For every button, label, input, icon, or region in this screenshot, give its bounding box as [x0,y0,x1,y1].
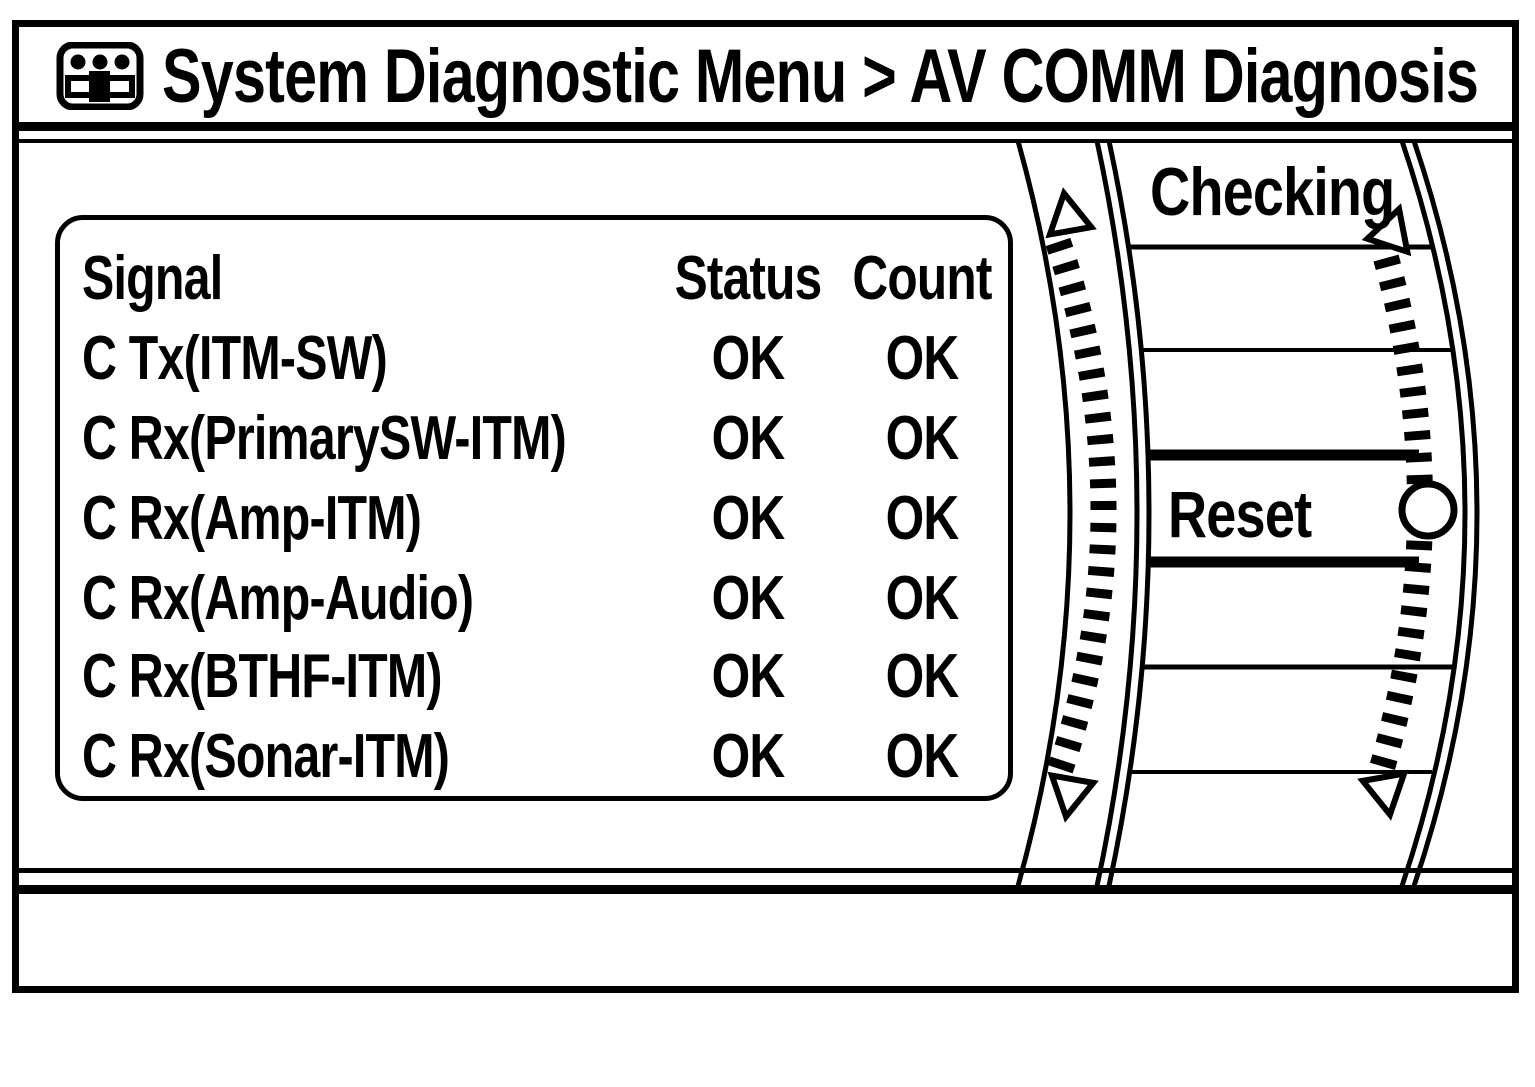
decorative-arc-left [1015,141,1073,887]
status-value: OK [711,484,786,553]
menu-track-arc-left-inner [1106,141,1152,887]
status-value: OK [711,404,786,473]
count-value: OK [885,722,960,791]
menu-track-arc-right-inner [1399,141,1468,887]
scroll-down-arrow-right[interactable] [1357,769,1411,821]
signal-name: C Rx(Amp-ITM) [82,484,422,553]
table-row: C Rx(Amp-Audio) OK OK [82,568,998,630]
scroll-track-right[interactable] [1369,254,1434,772]
screen-frame [12,20,1519,993]
page-title: System Diagnostic Menu > AV COMM Diagnos… [162,33,1479,119]
table-row: C Tx(ITM-SW) OK OK [82,328,998,390]
bottom-bar-divider [12,885,1519,894]
status-value: OK [711,324,786,393]
reset-radio-indicator[interactable] [1398,480,1458,540]
signal-name: C Tx(ITM-SW) [82,324,388,393]
menu-track-arc-left-outer [1094,141,1140,887]
head-unit-icon [56,42,144,110]
header-signal: Signal [82,244,223,313]
status-value: OK [711,722,786,791]
signal-name: C Rx(Amp-Audio) [82,564,474,633]
menu-item-checking[interactable]: Checking [1150,154,1395,230]
scroll-track-left[interactable] [1045,237,1117,775]
menu-track-arc-right-outer [1411,141,1480,887]
table-row: C Rx(PrimarySW-ITM) OK OK [82,408,998,470]
count-value: OK [885,484,960,553]
scroll-up-arrow-left[interactable] [1043,187,1097,239]
content-bottom-divider [12,868,1519,873]
count-value: OK [885,404,960,473]
table-row: C Rx(Amp-ITM) OK OK [82,488,998,550]
table-header-row: Signal Status Count [82,248,998,310]
signal-table: Signal Status Count C Tx(ITM-SW) OK OK C… [55,215,1013,801]
count-value: OK [885,564,960,633]
signal-name: C Rx(BTHF-ITM) [82,642,443,711]
status-value: OK [711,642,786,711]
header-status: Status [674,244,823,313]
menu-item-reset[interactable]: Reset [1168,477,1312,551]
status-value: OK [711,564,786,633]
scroll-down-arrow-left[interactable] [1045,771,1099,823]
signal-name: C Rx(PrimarySW-ITM) [82,404,567,473]
title-bar-divider [12,122,1519,131]
bottom-bar [19,894,1512,986]
content-top-divider [12,139,1519,143]
header-count: Count [852,244,992,313]
count-value: OK [885,642,960,711]
signal-name: C Rx(Sonar-ITM) [82,722,450,791]
count-value: OK [885,324,960,393]
table-row: C Rx(Sonar-ITM) OK OK [82,726,998,788]
side-menu-panel [1000,141,1520,888]
scroll-up-arrow-right[interactable] [1361,203,1419,257]
table-row: C Rx(BTHF-ITM) OK OK [82,646,998,708]
